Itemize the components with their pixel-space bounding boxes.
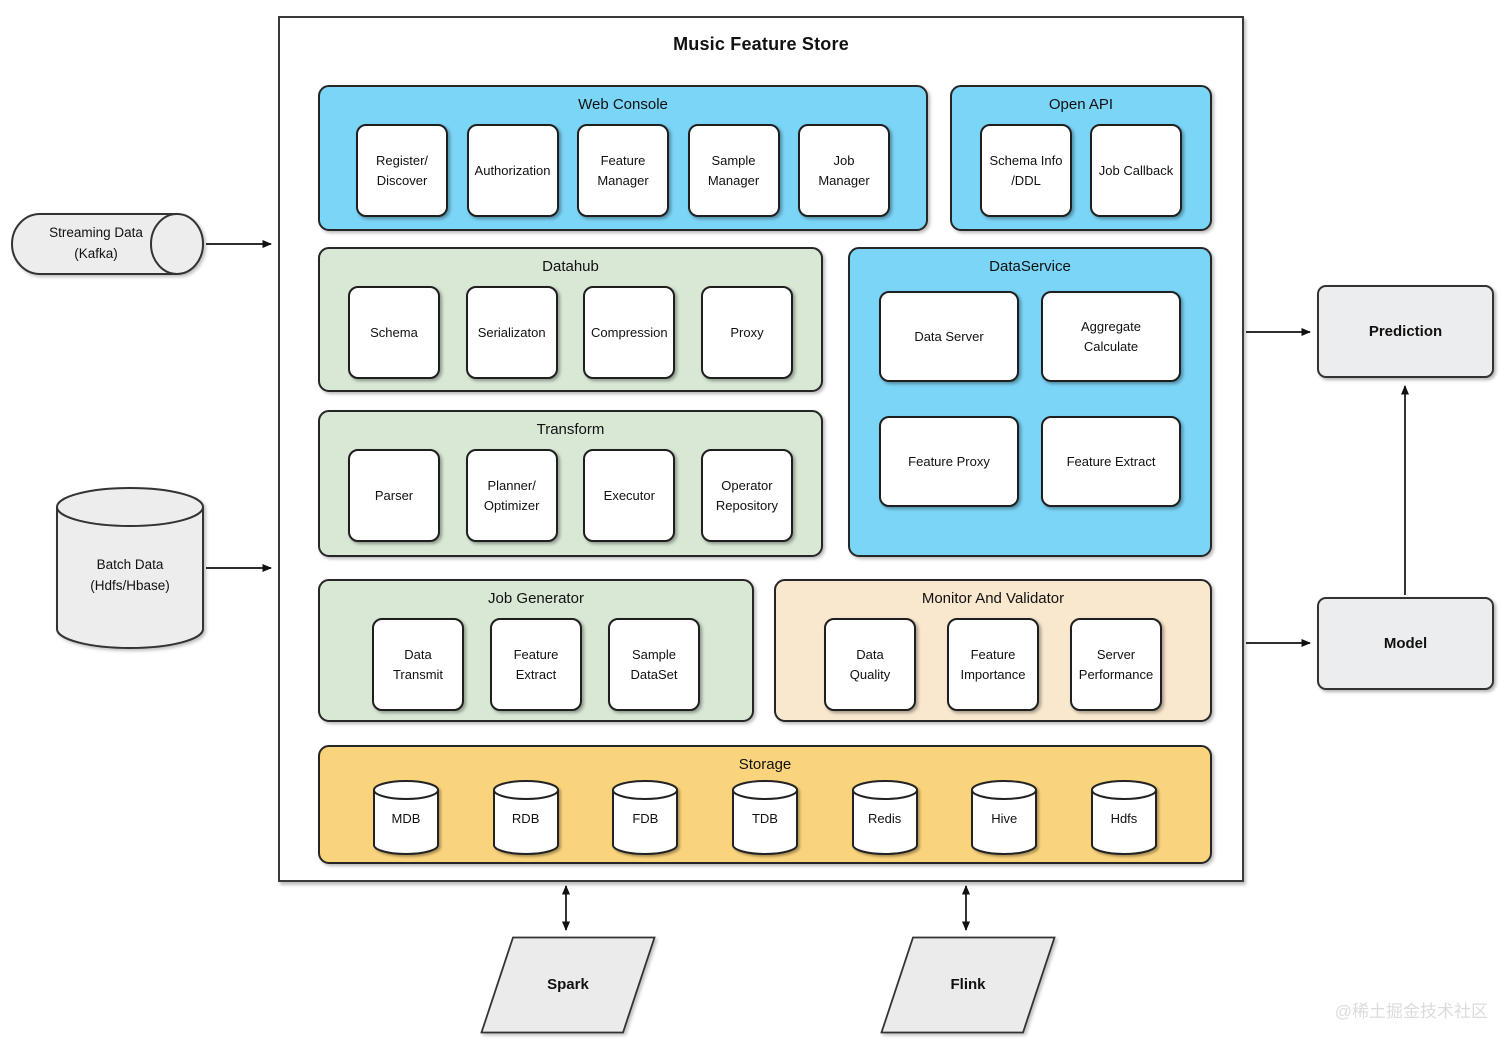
dataservice-row-2: Feature Proxy Feature Extract	[850, 416, 1210, 507]
module-operator-repository: Operator Repository	[700, 449, 793, 542]
dataservice-group: DataService Data Server Aggregate Calcul…	[848, 247, 1212, 557]
database-cylinder-icon	[1090, 780, 1157, 855]
database-label: Redis	[868, 811, 902, 826]
database-label: RDB	[511, 811, 540, 826]
module-compression: Compression	[583, 286, 676, 379]
storage-group: Storage MDB RDB	[318, 745, 1212, 864]
web-console-title: Web Console	[578, 96, 668, 113]
streaming-data-source: Streaming Data (Kafka)	[10, 212, 206, 276]
module-job-callback: Job Callback	[1090, 124, 1182, 217]
module-schema: Schema	[348, 286, 440, 379]
job-generator-group: Job Generator Data Transmit Feature Extr…	[318, 579, 754, 722]
model-box: Model	[1317, 597, 1494, 690]
database-label: TDB	[751, 811, 778, 826]
monitor-validator-group: Monitor And Validator Data Quality Featu…	[774, 579, 1212, 722]
watermark: @稀土掘金技术社区	[1334, 1002, 1488, 1021]
web-console-items: Register/ Discover Authorization Feature…	[320, 124, 926, 217]
datahub-items: Schema Serializaton Compression Proxy	[320, 286, 821, 379]
flink-engine: Flink	[880, 936, 1056, 1034]
database-redis: Redis	[851, 779, 919, 857]
module-job-manager: Job Manager	[798, 124, 890, 217]
database-tdb: TDB	[731, 779, 799, 857]
database-cylinder-icon	[971, 780, 1038, 855]
web-console-group: Web Console Register/ Discover Authoriza…	[318, 85, 928, 231]
parallelogram-icon	[480, 936, 656, 1034]
module-data-quality: Data Quality	[824, 618, 916, 711]
horizontal-cylinder-icon	[11, 213, 204, 275]
datahub-group: Datahub Schema Serializaton Compression …	[318, 247, 823, 392]
parallelogram-icon	[880, 936, 1056, 1034]
job-generator-title: Job Generator	[488, 590, 584, 607]
flink-label: Flink	[950, 976, 986, 994]
spark-engine: Spark	[480, 936, 656, 1034]
storage-title: Storage	[738, 756, 792, 773]
database-fdb: FDB	[611, 779, 679, 857]
job-generator-items: Data Transmit Feature Extract Sample Dat…	[320, 618, 752, 711]
module-feature-proxy: Feature Proxy	[879, 416, 1019, 507]
module-planner-optimizer: Planner/ Optimizer	[465, 449, 558, 542]
module-sample-manager: Sample Manager	[687, 124, 780, 217]
module-feature-importance: Feature Importance	[947, 618, 1039, 711]
database-cylinder-icon	[492, 780, 559, 855]
datahub-title: Datahub	[542, 258, 599, 275]
batch-data-label: Batch Data (Hdfs/Hbase)	[90, 556, 170, 593]
database-cylinder-icon	[373, 780, 439, 855]
transform-items: Parser Planner/ Optimizer Executor Opera…	[320, 449, 821, 542]
database-hdfs: Hdfs	[1090, 779, 1158, 857]
database-label: Hive	[991, 811, 1018, 826]
storage-items: MDB RDB FDB	[320, 779, 1210, 857]
diagram-title: Music Feature Store	[673, 34, 849, 54]
database-hive: Hive	[970, 779, 1038, 857]
database-cylinder-icon	[731, 780, 798, 855]
streaming-data-label: Streaming Data (Kafka)	[49, 225, 143, 261]
module-server-performance: Server Performance	[1070, 618, 1162, 711]
module-register-discover: Register/ Discover	[356, 124, 448, 217]
module-serialization: Serializaton	[465, 286, 558, 379]
dataservice-title: DataService	[989, 258, 1071, 275]
module-data-transmit: Data Transmit	[372, 618, 464, 711]
module-authorization: Authorization	[466, 124, 559, 217]
monitor-validator-items: Data Quality Feature Importance Server P…	[776, 618, 1210, 711]
spark-label: Spark	[547, 976, 589, 994]
database-label: MDB	[391, 811, 421, 826]
module-parser: Parser	[348, 449, 440, 542]
transform-group: Transform Parser Planner/ Optimizer Exec…	[318, 410, 823, 557]
open-api-group: Open API Schema Info /DDL Job Callback	[950, 85, 1212, 231]
prediction-box: Prediction	[1317, 285, 1494, 378]
database-rdb: RDB	[492, 779, 560, 857]
module-aggregate-calculate: Aggregate Calculate	[1041, 291, 1181, 382]
database-cylinder-icon	[851, 780, 918, 855]
database-label: FDB	[632, 811, 659, 826]
database-mdb: MDB	[372, 779, 440, 857]
batch-data-source: Batch Data (Hdfs/Hbase)	[55, 486, 205, 651]
module-feature-extract-service: Feature Extract	[1041, 416, 1181, 507]
monitor-validator-title: Monitor And Validator	[921, 590, 1065, 607]
module-proxy: Proxy	[700, 286, 793, 379]
module-feature-extract-job: Feature Extract	[490, 618, 582, 711]
database-label: Hdfs	[1110, 811, 1138, 826]
database-cylinder-icon	[612, 780, 679, 855]
transform-title: Transform	[536, 421, 605, 438]
module-executor: Executor	[583, 449, 676, 542]
open-api-title: Open API	[1048, 96, 1114, 113]
module-data-server: Data Server	[879, 291, 1019, 382]
music-feature-store-container: Music Feature Store Web Console Register…	[278, 16, 1244, 882]
vertical-cylinder-icon	[56, 487, 204, 649]
open-api-items: Schema Info /DDL Job Callback	[952, 124, 1210, 217]
dataservice-row-1: Data Server Aggregate Calculate	[850, 291, 1210, 382]
module-sample-dataset: Sample DataSet	[608, 618, 700, 711]
module-schema-info-ddl: Schema Info /DDL	[980, 124, 1072, 217]
module-feature-manager: Feature Manager	[577, 124, 669, 217]
